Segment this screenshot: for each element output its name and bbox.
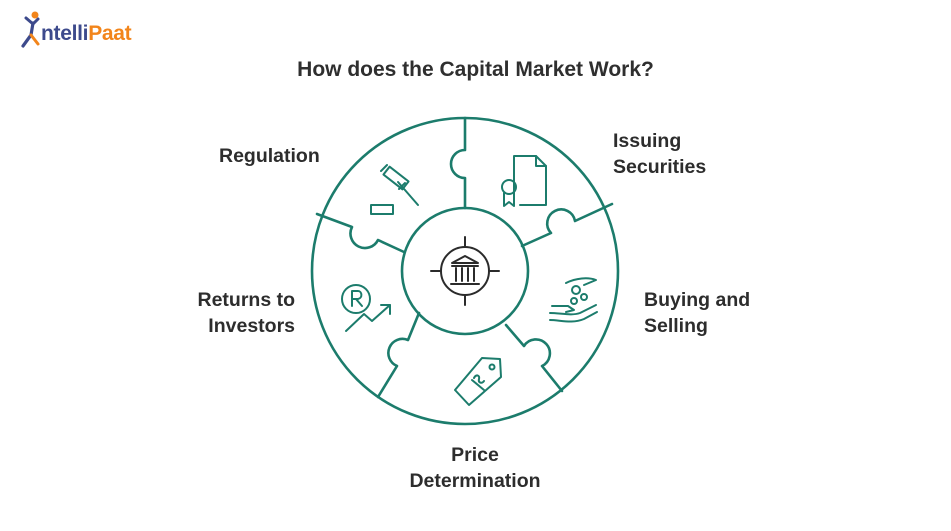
rupee-growth-icon	[341, 284, 391, 332]
label-returns-to-investors: Returns to Investors	[175, 287, 296, 339]
label-returns-line-1: Returns to	[197, 289, 296, 311]
logo-text-a: ntelli	[41, 22, 89, 45]
price-tag-icon	[454, 357, 502, 406]
label-buying-selling: Buying and Selling	[644, 287, 750, 339]
divider-buying-price	[504, 323, 564, 393]
intellipaat-logo: ntelliPaat	[18, 10, 132, 50]
logo-text-b: Paat	[88, 22, 132, 45]
divider-returns-regulation	[315, 212, 406, 254]
label-price-determination: Price Determination	[380, 442, 570, 494]
gavel-icon	[370, 164, 419, 215]
label-returns-line-2: Investors	[208, 315, 295, 337]
divider-regulation-issuing	[449, 116, 467, 210]
hand-coins-icon	[549, 277, 598, 323]
divider-issuing-buying	[520, 202, 614, 248]
divider-price-returns	[376, 311, 421, 399]
label-price-line-2: Determination	[409, 470, 541, 492]
logo-wordmark: ntelliPaat	[41, 22, 132, 46]
label-issuing-line-1: Issuing	[613, 130, 682, 152]
label-regulation-line-1: Regulation	[219, 145, 320, 167]
label-price-line-1: Price	[451, 444, 499, 466]
label-regulation: Regulation	[219, 143, 320, 169]
logo-figure-icon	[21, 11, 40, 48]
page-title: How does the Capital Market Work?	[297, 58, 654, 81]
label-buying-line-2: Selling	[644, 315, 708, 337]
inner-ring	[400, 206, 530, 336]
certificate-document-icon	[501, 155, 547, 207]
label-issuing-securities: Issuing Securities	[613, 128, 706, 180]
label-issuing-line-2: Securities	[613, 156, 707, 178]
label-buying-line-1: Buying and	[644, 289, 751, 311]
bank-icon	[430, 236, 500, 306]
